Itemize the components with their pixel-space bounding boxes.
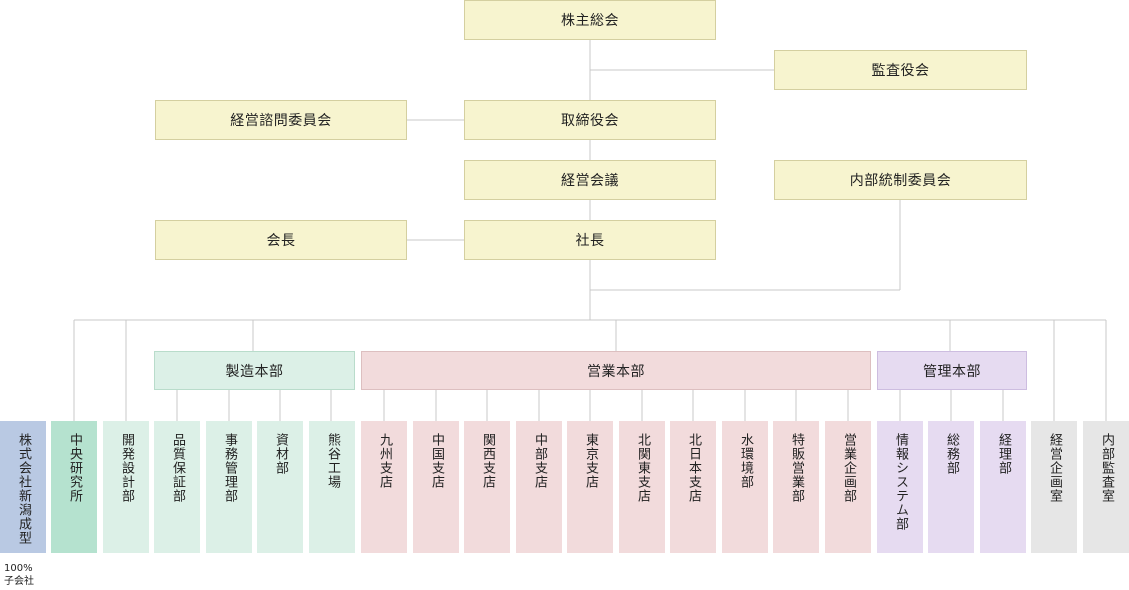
dept-tokyo-branch: 東京支店 bbox=[567, 421, 613, 553]
dept-kitanihon-branch-label: 北日本支店 bbox=[686, 433, 701, 503]
dept-internal-audit: 内部監査室 bbox=[1083, 421, 1129, 553]
dept-quality-assurance: 品質保証部 bbox=[154, 421, 200, 553]
subsidiary-note: 100% 子会社 bbox=[4, 562, 34, 588]
dept-water-environment: 水環境部 bbox=[722, 421, 768, 553]
dept-chugoku-branch: 中国支店 bbox=[413, 421, 459, 553]
dept-sales-planning: 営業企画部 bbox=[825, 421, 871, 553]
dept-internal-audit-label: 内部監査室 bbox=[1099, 433, 1114, 503]
dept-business-management-label: 事務管理部 bbox=[222, 433, 237, 503]
sales-division-box: 営業本部 bbox=[361, 351, 871, 390]
dept-subsidiary-label: 株式会社新潟成型 bbox=[16, 433, 31, 545]
dept-kitanihon-branch: 北日本支店 bbox=[670, 421, 716, 553]
management-meeting-label: 経営会議 bbox=[561, 173, 619, 189]
dept-development-design-label: 開発設計部 bbox=[119, 433, 134, 503]
board-of-directors-label: 取締役会 bbox=[561, 113, 619, 129]
dept-general-affairs: 総務部 bbox=[928, 421, 974, 553]
administration-division-box: 管理本部 bbox=[877, 351, 1027, 390]
dept-corporate-planning-label: 経営企画室 bbox=[1047, 433, 1062, 503]
dept-quality-assurance-label: 品質保証部 bbox=[170, 433, 185, 503]
dept-business-management: 事務管理部 bbox=[206, 421, 252, 553]
shareholders-meeting-box: 株主総会 bbox=[464, 0, 716, 40]
advisory-committee-label: 経営諮問委員会 bbox=[230, 113, 332, 129]
sales-division-label: 営業本部 bbox=[587, 363, 645, 380]
subsidiary-label: 子会社 bbox=[4, 576, 34, 587]
dept-corporate-planning: 経営企画室 bbox=[1031, 421, 1077, 553]
audit-board-box: 監査役会 bbox=[774, 50, 1027, 90]
dept-kansai-branch-label: 関西支店 bbox=[480, 433, 495, 489]
dept-chugoku-branch-label: 中国支店 bbox=[429, 433, 444, 489]
dept-kyushu-branch-label: 九州支店 bbox=[377, 433, 392, 489]
president-box: 社長 bbox=[464, 220, 716, 260]
dept-sales-planning-label: 営業企画部 bbox=[841, 433, 856, 503]
dept-special-sales: 特販営業部 bbox=[773, 421, 819, 553]
dept-info-systems: 情報システム部 bbox=[877, 421, 923, 553]
shareholders-meeting-label: 株主総会 bbox=[561, 13, 619, 29]
dept-central-research-label: 中央研究所 bbox=[67, 433, 82, 503]
dept-info-systems-label: 情報システム部 bbox=[893, 433, 908, 531]
manufacturing-division-label: 製造本部 bbox=[225, 363, 284, 380]
dept-kumagaya-plant-label: 熊谷工場 bbox=[325, 433, 340, 489]
chairman-label: 会長 bbox=[266, 233, 296, 249]
administration-division-label: 管理本部 bbox=[923, 363, 981, 380]
dept-general-affairs-label: 総務部 bbox=[944, 433, 959, 475]
dept-kitakanto-branch-label: 北関東支店 bbox=[635, 433, 650, 503]
internal-control-committee-box: 内部統制委員会 bbox=[774, 160, 1027, 200]
dept-kansai-branch: 関西支店 bbox=[464, 421, 510, 553]
dept-development-design: 開発設計部 bbox=[103, 421, 149, 553]
manufacturing-division-box: 製造本部 bbox=[154, 351, 355, 390]
internal-control-committee-label: 内部統制委員会 bbox=[849, 173, 952, 189]
subsidiary-percent: 100% bbox=[4, 563, 33, 574]
dept-central-research: 中央研究所 bbox=[51, 421, 97, 553]
dept-kyushu-branch: 九州支店 bbox=[361, 421, 407, 553]
audit-board-label: 監査役会 bbox=[871, 63, 930, 79]
dept-chubu-branch-label: 中部支店 bbox=[532, 433, 547, 489]
dept-kitakanto-branch: 北関東支店 bbox=[619, 421, 665, 553]
advisory-committee-box: 経営諮問委員会 bbox=[155, 100, 407, 140]
dept-subsidiary: 株式会社新潟成型 bbox=[0, 421, 46, 553]
dept-water-environment-label: 水環境部 bbox=[738, 433, 753, 489]
dept-tokyo-branch-label: 東京支店 bbox=[583, 433, 598, 489]
dept-special-sales-label: 特販営業部 bbox=[789, 433, 804, 503]
chairman-box: 会長 bbox=[155, 220, 407, 260]
management-meeting-box: 経営会議 bbox=[464, 160, 716, 200]
dept-accounting-label: 経理部 bbox=[996, 433, 1011, 475]
dept-accounting: 経理部 bbox=[980, 421, 1026, 553]
dept-kumagaya-plant: 熊谷工場 bbox=[309, 421, 355, 553]
dept-chubu-branch: 中部支店 bbox=[516, 421, 562, 553]
dept-materials-label: 資材部 bbox=[273, 433, 288, 475]
dept-materials: 資材部 bbox=[257, 421, 303, 553]
board-of-directors-box: 取締役会 bbox=[464, 100, 716, 140]
president-label: 社長 bbox=[575, 233, 605, 249]
